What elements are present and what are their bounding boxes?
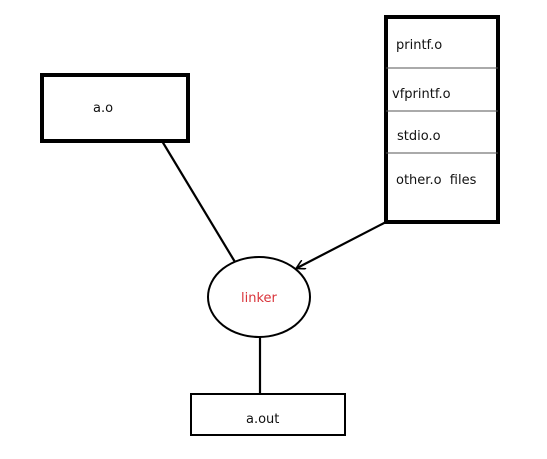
linker-label: linker xyxy=(241,291,278,306)
library-item-other: other.o files xyxy=(396,173,477,188)
connector-object-to-linker xyxy=(161,140,236,263)
output-label: a.out xyxy=(246,412,279,427)
library-rect xyxy=(384,15,500,224)
output-rect xyxy=(190,393,346,436)
object-file-box: a.o xyxy=(40,73,190,143)
library-item-stdio: stdio.o xyxy=(397,129,441,144)
object-file-label: a.o xyxy=(93,101,113,116)
library-item-printf: printf.o xyxy=(396,38,442,53)
library-item-vfprintf: vfprintf.o xyxy=(392,87,451,102)
linker-node: linker xyxy=(207,256,311,338)
arrow-library-to-linker xyxy=(297,221,387,268)
library-box: printf.o vfprintf.o stdio.o other.o file… xyxy=(384,15,500,224)
output-box: a.out xyxy=(190,393,346,436)
object-file-rect xyxy=(40,73,190,143)
